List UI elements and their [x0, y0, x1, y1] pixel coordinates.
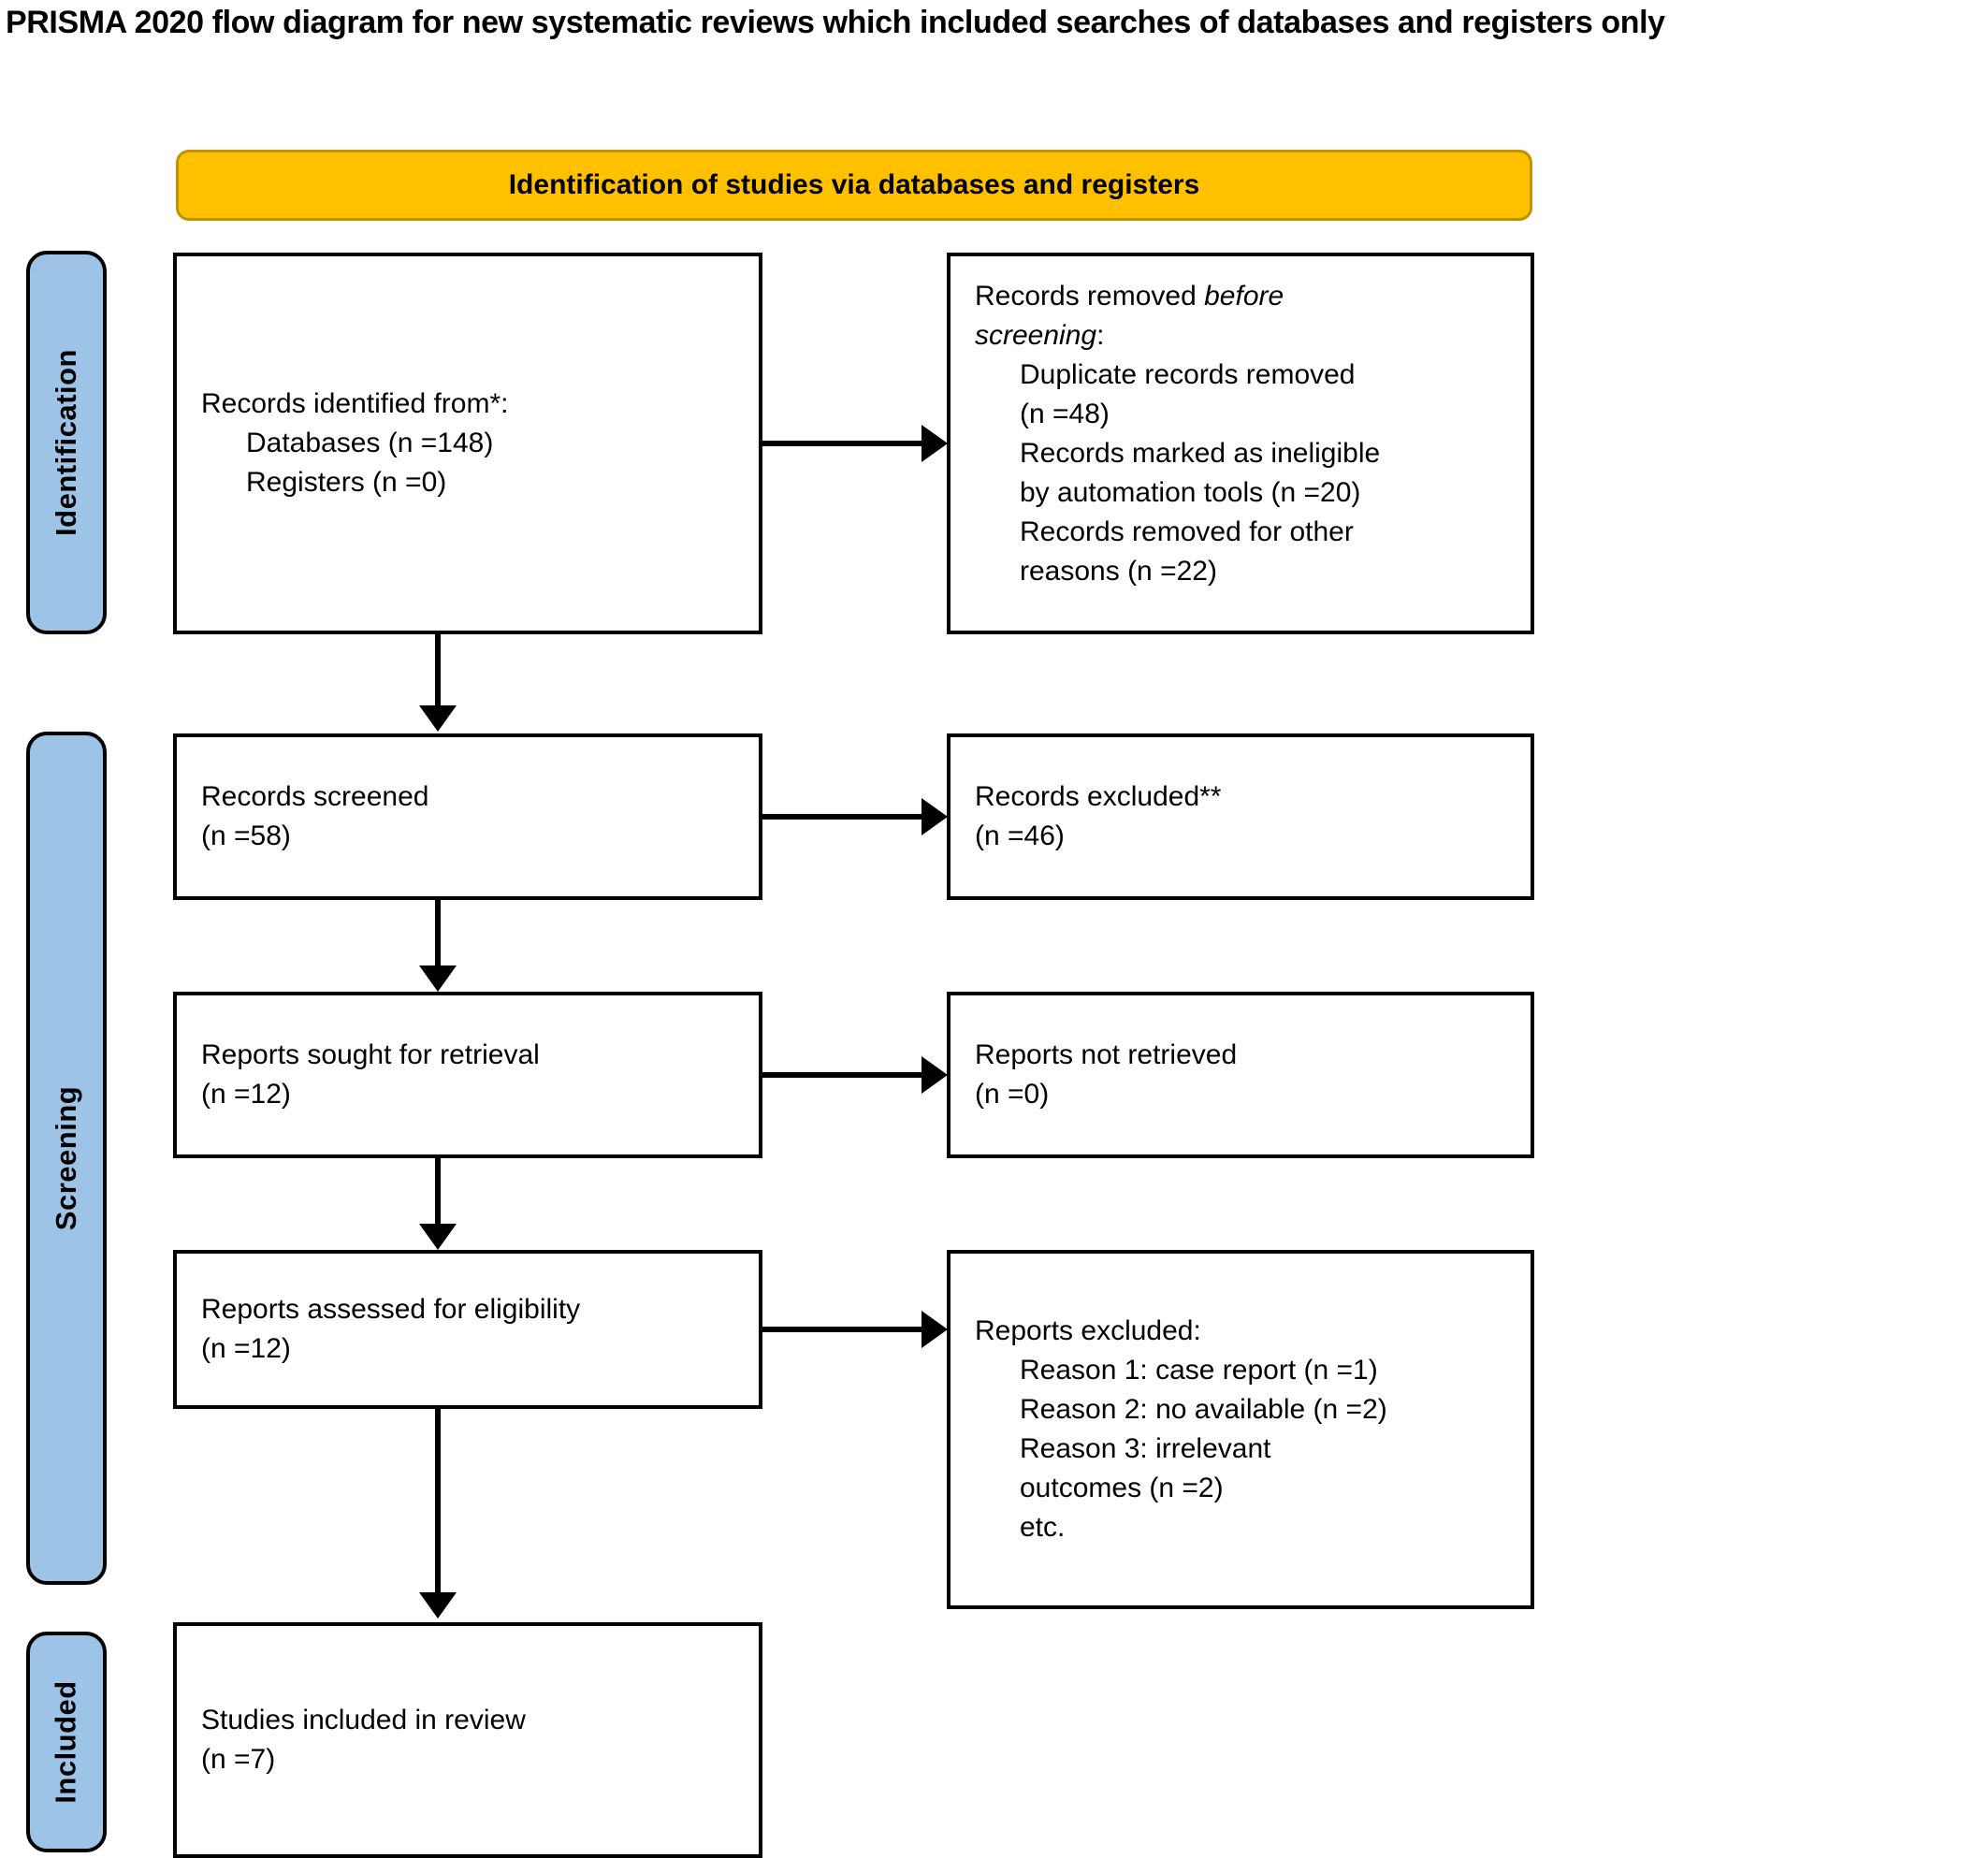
line: etc. [1020, 1512, 1066, 1543]
line: screening: [975, 316, 1380, 356]
side-label-identification-text: Identification [50, 349, 83, 536]
box-records-screened: Records screened (n =58) [173, 733, 762, 900]
box-reports-excluded: Reports excluded: Reason 1: case report … [947, 1250, 1534, 1609]
side-label-screening: Screening [26, 732, 107, 1585]
line: Records marked as ineligible [1020, 438, 1381, 469]
box-records-identified: Records identified from*: Databases (n =… [173, 253, 762, 634]
removed-emphasis-before: before [1204, 281, 1284, 312]
line: Reports assessed for eligibility [201, 1294, 581, 1325]
box-records-excluded: Records excluded** (n =46) [947, 733, 1534, 900]
arrow-screened-to-excluded-line [762, 814, 927, 820]
stage-banner-identification: Identification of studies via databases … [176, 150, 1532, 221]
line: (n =12) [201, 1333, 291, 1364]
side-label-included-text: Included [50, 1680, 83, 1804]
box-studies-included: Studies included in review (n =7) [173, 1622, 762, 1858]
arrow-sought-to-not-retrieved-head [921, 1056, 948, 1094]
box-records-removed: Records removed before screening: Duplic… [947, 253, 1534, 634]
box-records-excluded-text: Records excluded** (n =46) [975, 777, 1221, 856]
line: Records excluded** [975, 781, 1222, 812]
line: Databases (n =148) [246, 428, 494, 458]
removed-colon: : [1096, 320, 1105, 351]
box-reports-assessed-text: Reports assessed for eligibility (n =12) [201, 1290, 580, 1369]
line: Records removed for other [1020, 516, 1354, 547]
box-reports-sought: Reports sought for retrieval (n =12) [173, 992, 762, 1158]
line: Reports excluded: [975, 1315, 1201, 1346]
box-reports-sought-text: Reports sought for retrieval (n =12) [201, 1036, 540, 1114]
line: by automation tools (n =20) [1020, 477, 1361, 508]
box-reports-excluded-text: Reports excluded: Reason 1: case report … [975, 1312, 1387, 1547]
arrow-assessed-to-included-line [435, 1409, 441, 1598]
box-reports-not-retrieved: Reports not retrieved (n =0) [947, 992, 1534, 1158]
line: (n =12) [201, 1079, 291, 1110]
arrow-screened-to-excluded-head [921, 798, 948, 835]
line: Reason 1: case report (n =1) [1020, 1355, 1378, 1386]
line: Reports sought for retrieval [201, 1039, 540, 1070]
line: (n =48) [1020, 399, 1110, 429]
line: (n =0) [975, 1079, 1050, 1110]
removed-prefix: Records removed [975, 281, 1205, 312]
line: Studies included in review [201, 1705, 526, 1735]
line: Records removed before [975, 277, 1380, 316]
line: (n =46) [975, 820, 1065, 851]
box-reports-assessed: Reports assessed for eligibility (n =12) [173, 1250, 762, 1409]
line: Records identified from*: [201, 388, 509, 419]
line: Reports not retrieved [975, 1039, 1238, 1070]
box-records-screened-text: Records screened (n =58) [201, 777, 428, 856]
side-label-included: Included [26, 1632, 107, 1852]
line: (n =58) [201, 820, 291, 851]
side-label-screening-text: Screening [50, 1085, 83, 1231]
line: Records screened [201, 781, 429, 812]
arrow-sought-to-assessed-head [419, 1224, 457, 1250]
arrow-identified-to-screened-line [435, 634, 441, 711]
line: (n =7) [201, 1744, 276, 1775]
arrow-identified-to-screened-head [419, 705, 457, 732]
stage-banner-label: Identification of studies via databases … [508, 169, 1200, 200]
arrow-sought-to-assessed-line [435, 1158, 441, 1229]
box-studies-included-text: Studies included in review (n =7) [201, 1701, 526, 1779]
line: Reason 2: no available (n =2) [1020, 1394, 1387, 1425]
arrow-screened-to-sought-line [435, 900, 441, 971]
box-reports-not-retrieved-text: Reports not retrieved (n =0) [975, 1036, 1237, 1114]
line: Registers (n =0) [246, 467, 447, 498]
arrow-identified-to-removed-head [921, 425, 948, 462]
line: Reason 3: irrelevant [1020, 1433, 1271, 1464]
line: outcomes (n =2) [1020, 1473, 1224, 1503]
line: Duplicate records removed [1020, 359, 1356, 390]
arrow-assessed-to-included-head [419, 1592, 457, 1618]
box-records-removed-text: Records removed before screening: Duplic… [975, 277, 1380, 591]
page-title: PRISMA 2020 flow diagram for new systema… [6, 5, 1665, 40]
line: reasons (n =22) [1020, 556, 1217, 587]
side-label-identification: Identification [26, 251, 107, 634]
box-records-identified-text: Records identified from*: Databases (n =… [201, 385, 508, 502]
arrow-identified-to-removed-line [762, 441, 927, 446]
arrow-assessed-to-excluded-line [762, 1327, 927, 1332]
removed-emphasis-screening: screening [975, 320, 1097, 351]
arrow-sought-to-not-retrieved-line [762, 1072, 927, 1078]
arrow-assessed-to-excluded-head [921, 1311, 948, 1348]
arrow-screened-to-sought-head [419, 965, 457, 992]
